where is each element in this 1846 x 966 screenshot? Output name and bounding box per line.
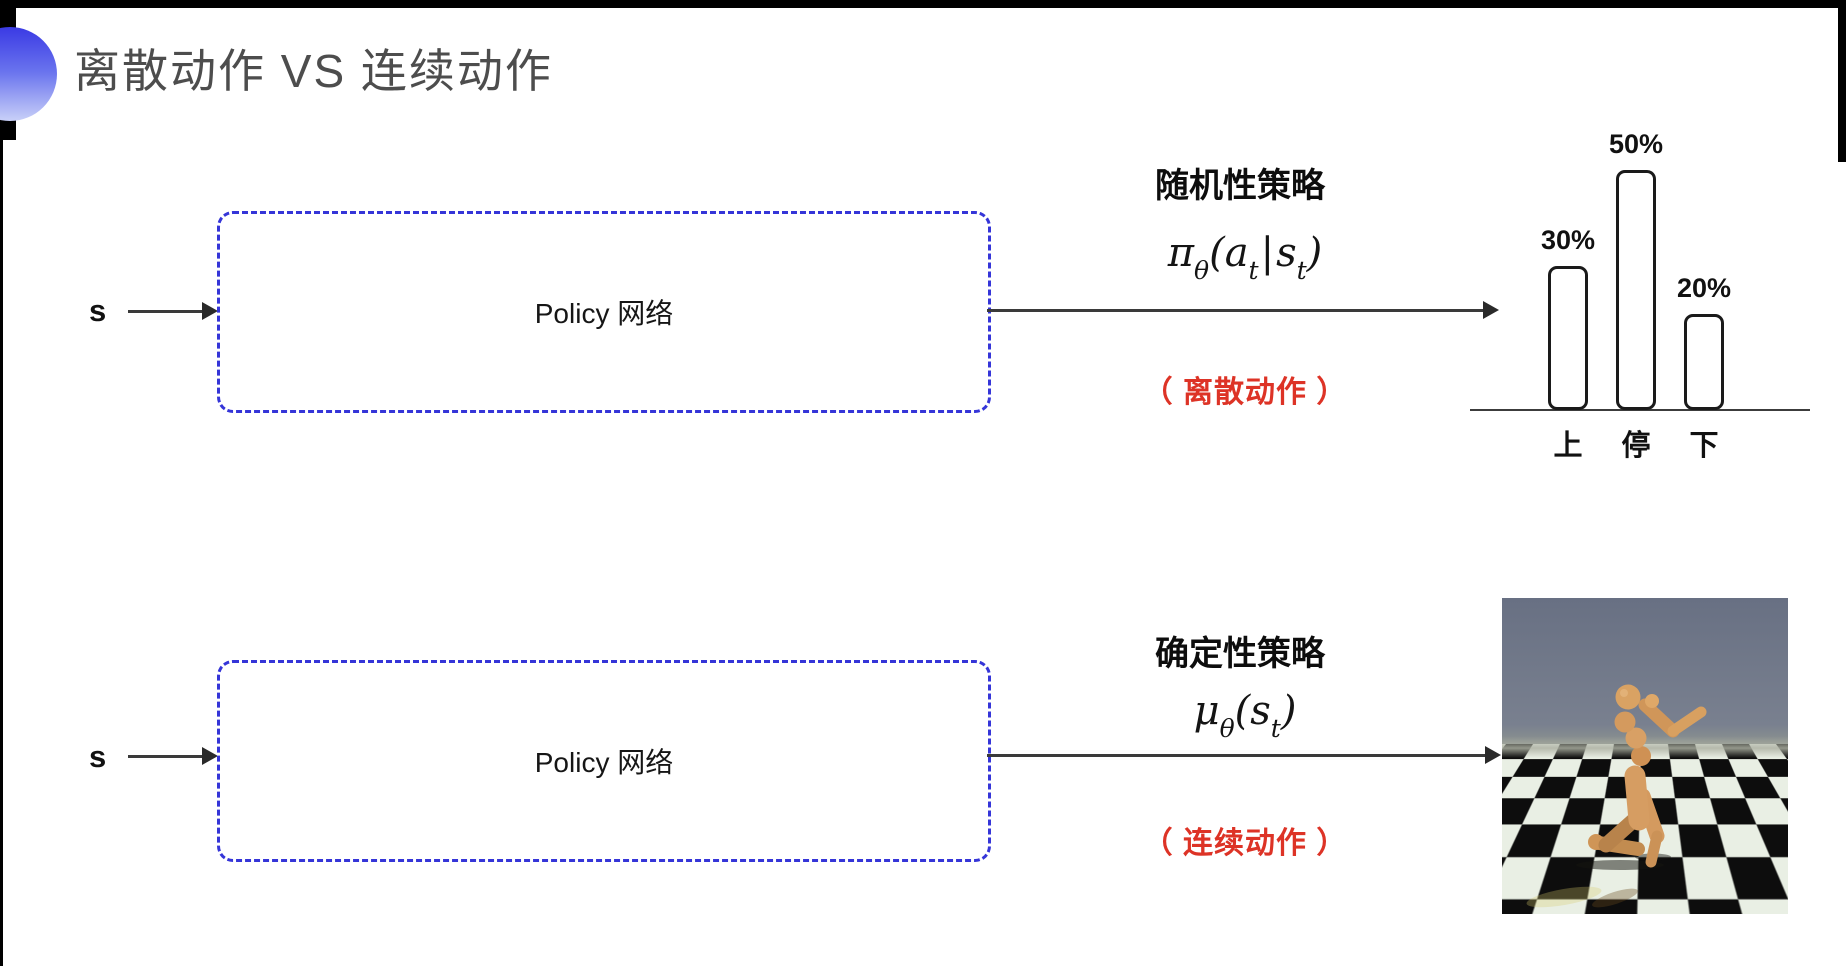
formula-a: a — [1224, 230, 1249, 276]
discrete-action-note: （ 离散动作 ） — [1142, 376, 1348, 409]
bar-上 — [1548, 266, 1588, 410]
policy-network-box-bottom: Policy 网络 — [217, 660, 991, 862]
page-title: 离散动作 VS 连续动作 — [74, 45, 553, 97]
policy-network-label-bottom: Policy 网络 — [534, 747, 674, 778]
frame-right-corner — [1838, 0, 1846, 162]
bar-value-label: 50% — [1608, 129, 1664, 159]
formula-open-paren2: ( — [1234, 688, 1251, 734]
bar-category-label: 停 — [1621, 430, 1651, 462]
arrow-policy-to-output-bottom — [987, 754, 1487, 757]
stochastic-policy-title: 随机性策略 — [1155, 167, 1325, 205]
stochastic-policy-formula: πθ(at|st) — [1080, 230, 1410, 283]
formula-open-paren: ( — [1209, 230, 1225, 276]
deterministic-policy-title: 确定性策略 — [1155, 635, 1325, 673]
state-input-label-top: s — [89, 293, 107, 328]
formula-s-sub2: t — [1270, 714, 1281, 743]
bar-category-label: 下 — [1689, 430, 1719, 462]
arrowhead-policy-to-output-bottom — [1485, 746, 1501, 764]
formula-close-paren2: ) — [1280, 688, 1297, 734]
formula-pi: π — [1167, 230, 1195, 276]
arrowhead-policy-to-output-top — [1483, 301, 1499, 319]
formula-a-sub: t — [1248, 256, 1259, 285]
formula-s2: s — [1250, 688, 1271, 734]
formula-s: s — [1276, 230, 1297, 276]
continuous-action-note: （ 连续动作 ） — [1142, 827, 1348, 860]
bar-category-label: 上 — [1553, 430, 1583, 462]
bar-停 — [1616, 170, 1656, 410]
formula-pipe: | — [1260, 230, 1275, 276]
bar-value-label: 30% — [1540, 225, 1596, 255]
arrow-state-to-policy-top — [128, 310, 208, 313]
policy-network-label-top: Policy 网络 — [534, 298, 674, 329]
bar-下 — [1684, 314, 1724, 410]
probability-chart: 30% 上 50% 停 20% 下 — [1470, 98, 1826, 462]
deterministic-policy-formula: μθ(st) — [1080, 688, 1410, 741]
frame-top-edge — [0, 0, 1846, 8]
bar-value-label: 20% — [1676, 273, 1732, 303]
accent-circle-icon — [0, 27, 57, 121]
formula-mu: μ — [1193, 688, 1220, 734]
formula-theta-sub2: θ — [1219, 714, 1235, 743]
policy-network-box-top: Policy 网络 — [217, 211, 991, 413]
arrow-state-to-policy-bottom — [128, 755, 208, 758]
arrowhead-state-to-policy-bottom — [202, 747, 218, 765]
chart-baseline — [1470, 409, 1810, 411]
arrowhead-state-to-policy-top — [202, 302, 218, 320]
arrow-policy-to-output-top — [987, 309, 1485, 312]
state-input-label-bottom: s — [89, 739, 107, 774]
formula-theta-sub: θ — [1194, 256, 1210, 285]
humanoid-simulation-image — [1502, 598, 1788, 914]
formula-close-paren: ) — [1306, 230, 1323, 276]
formula-s-sub: t — [1296, 256, 1307, 285]
frame-left-edge — [0, 0, 3, 966]
humanoid-figure — [1526, 684, 1707, 908]
